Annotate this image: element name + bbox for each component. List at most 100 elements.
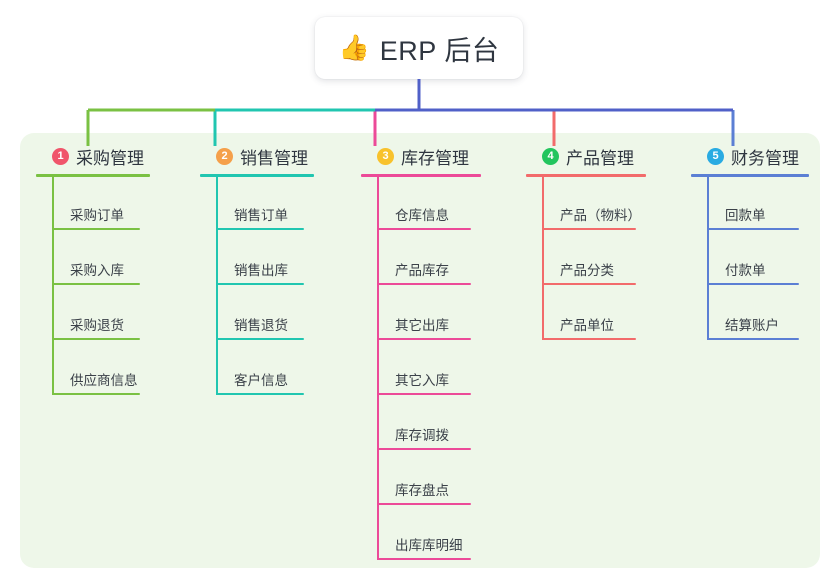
branch-item-label: 销售出库 bbox=[234, 263, 288, 278]
branch-item-rule bbox=[377, 393, 471, 395]
branch-item[interactable]: 采购入库 bbox=[36, 232, 188, 287]
branch-item[interactable]: 其它入库 bbox=[361, 342, 519, 397]
branch-header-rule bbox=[36, 174, 150, 177]
branch-header-rule bbox=[200, 174, 314, 177]
branch-item-rule bbox=[216, 283, 304, 285]
branch-item-rule bbox=[52, 338, 140, 340]
branch-item[interactable]: 产品库存 bbox=[361, 232, 519, 287]
branch-item-label: 产品单位 bbox=[560, 318, 614, 333]
branch-number-badge: 1 bbox=[52, 147, 69, 165]
branch-item-list: 采购订单采购入库采购退货供应商信息 bbox=[36, 177, 188, 397]
branch-item[interactable]: 产品分类 bbox=[526, 232, 684, 287]
branch-spine bbox=[216, 177, 218, 395]
branch-header-rule bbox=[526, 174, 646, 177]
branch-column-1: 1 采购管理采购订单采购入库采购退货供应商信息 bbox=[36, 143, 188, 397]
branch-item[interactable]: 库存盘点 bbox=[361, 452, 519, 507]
branch-item[interactable]: 出库库明细 bbox=[361, 507, 519, 562]
branch-item[interactable]: 仓库信息 bbox=[361, 177, 519, 232]
branch-item[interactable]: 采购订单 bbox=[36, 177, 188, 232]
branch-item-label: 采购入库 bbox=[70, 263, 124, 278]
branch-column-4: 4 产品管理产品（物料） 产品分类产品单位 bbox=[526, 143, 684, 342]
branch-item-list: 仓库信息产品库存其它出库其它入库库存调拨库存盘点出库库明细 bbox=[361, 177, 519, 562]
branch-item-rule bbox=[542, 283, 636, 285]
branch-column-5: 5 财务管理回款单付款单结算账户 bbox=[691, 143, 839, 342]
branch-number-badge: 2 bbox=[216, 147, 233, 165]
branch-item[interactable]: 产品单位 bbox=[526, 287, 684, 342]
branch-header-4[interactable]: 4 产品管理 bbox=[526, 143, 684, 169]
branch-item-rule bbox=[216, 393, 304, 395]
branch-item-label: 其它入库 bbox=[395, 373, 449, 388]
branch-item-rule bbox=[707, 283, 799, 285]
branch-item-label: 销售订单 bbox=[234, 208, 288, 223]
branch-item-label: 仓库信息 bbox=[395, 208, 449, 223]
branch-title: 产品管理 bbox=[566, 148, 634, 168]
branch-item-label: 销售退货 bbox=[234, 318, 288, 333]
branch-number-badge: 3 bbox=[377, 147, 394, 165]
branch-spine bbox=[542, 177, 544, 340]
branch-item-rule bbox=[52, 228, 140, 230]
branch-header-3[interactable]: 3 库存管理 bbox=[361, 143, 519, 169]
branch-item[interactable]: 供应商信息 bbox=[36, 342, 188, 397]
branch-item-label: 采购订单 bbox=[70, 208, 124, 223]
branch-title: 财务管理 bbox=[731, 148, 799, 168]
branch-item-rule bbox=[377, 448, 471, 450]
branch-item-rule bbox=[377, 338, 471, 340]
branch-item[interactable]: 采购退货 bbox=[36, 287, 188, 342]
branch-item[interactable]: 其它出库 bbox=[361, 287, 519, 342]
branch-item-label: 库存盘点 bbox=[395, 483, 449, 498]
branch-item-rule bbox=[542, 228, 636, 230]
branch-item-rule bbox=[377, 558, 471, 560]
branch-item-rule bbox=[707, 228, 799, 230]
branch-item-rule bbox=[216, 338, 304, 340]
branch-item-rule bbox=[216, 228, 304, 230]
branch-item-rule bbox=[542, 338, 636, 340]
branch-spine bbox=[52, 177, 54, 395]
branch-item[interactable]: 销售退货 bbox=[200, 287, 352, 342]
branch-item[interactable]: 付款单 bbox=[691, 232, 839, 287]
branch-header-rule bbox=[691, 174, 809, 177]
branch-item-label: 结算账户 bbox=[725, 318, 779, 333]
branch-item-rule bbox=[707, 338, 799, 340]
branch-header-5[interactable]: 5 财务管理 bbox=[691, 143, 839, 169]
branch-item[interactable]: 回款单 bbox=[691, 177, 839, 232]
branch-item-list: 销售订单销售出库销售退货客户信息 bbox=[200, 177, 352, 397]
branch-number-badge: 4 bbox=[542, 147, 559, 165]
branch-item-rule bbox=[377, 503, 471, 505]
branch-item[interactable]: 销售出库 bbox=[200, 232, 352, 287]
root-node[interactable]: 👍 ERP 后台 bbox=[315, 17, 523, 79]
branch-number-badge: 5 bbox=[707, 147, 724, 165]
branch-item-label: 客户信息 bbox=[234, 373, 288, 388]
branch-item-label: 产品（物料） bbox=[560, 208, 641, 223]
branch-item-rule bbox=[52, 393, 140, 395]
branch-item-rule bbox=[52, 283, 140, 285]
branch-item-rule bbox=[377, 283, 471, 285]
branch-column-3: 3 库存管理仓库信息产品库存其它出库其它入库库存调拨库存盘点出库库明细 bbox=[361, 143, 519, 562]
branch-header-1[interactable]: 1 采购管理 bbox=[36, 143, 188, 169]
branch-item-label: 库存调拨 bbox=[395, 428, 449, 443]
branch-header-2[interactable]: 2 销售管理 bbox=[200, 143, 352, 169]
branch-item-label: 出库库明细 bbox=[395, 538, 463, 553]
branch-title: 采购管理 bbox=[76, 148, 144, 168]
branch-item-label: 供应商信息 bbox=[70, 373, 138, 388]
branch-item-list: 回款单付款单结算账户 bbox=[691, 177, 839, 342]
branch-item[interactable]: 产品（物料） bbox=[526, 177, 684, 232]
branch-item-label: 其它出库 bbox=[395, 318, 449, 333]
branch-item-list: 产品（物料） 产品分类产品单位 bbox=[526, 177, 684, 342]
branch-header-rule bbox=[361, 174, 481, 177]
branch-item-label: 付款单 bbox=[725, 263, 766, 278]
branch-item[interactable]: 结算账户 bbox=[691, 287, 839, 342]
root-title: ERP 后台 bbox=[379, 35, 500, 66]
branch-item[interactable]: 客户信息 bbox=[200, 342, 352, 397]
thumbs-up-icon: 👍 bbox=[338, 33, 370, 62]
branch-item-label: 产品分类 bbox=[560, 263, 614, 278]
branch-column-2: 2 销售管理销售订单销售出库销售退货客户信息 bbox=[200, 143, 352, 397]
branch-spine bbox=[377, 177, 379, 560]
branch-item[interactable]: 库存调拨 bbox=[361, 397, 519, 452]
branch-item-rule bbox=[377, 228, 471, 230]
branch-title: 销售管理 bbox=[240, 148, 308, 168]
branch-item[interactable]: 销售订单 bbox=[200, 177, 352, 232]
branch-title: 库存管理 bbox=[401, 148, 469, 168]
branch-spine bbox=[707, 177, 709, 340]
